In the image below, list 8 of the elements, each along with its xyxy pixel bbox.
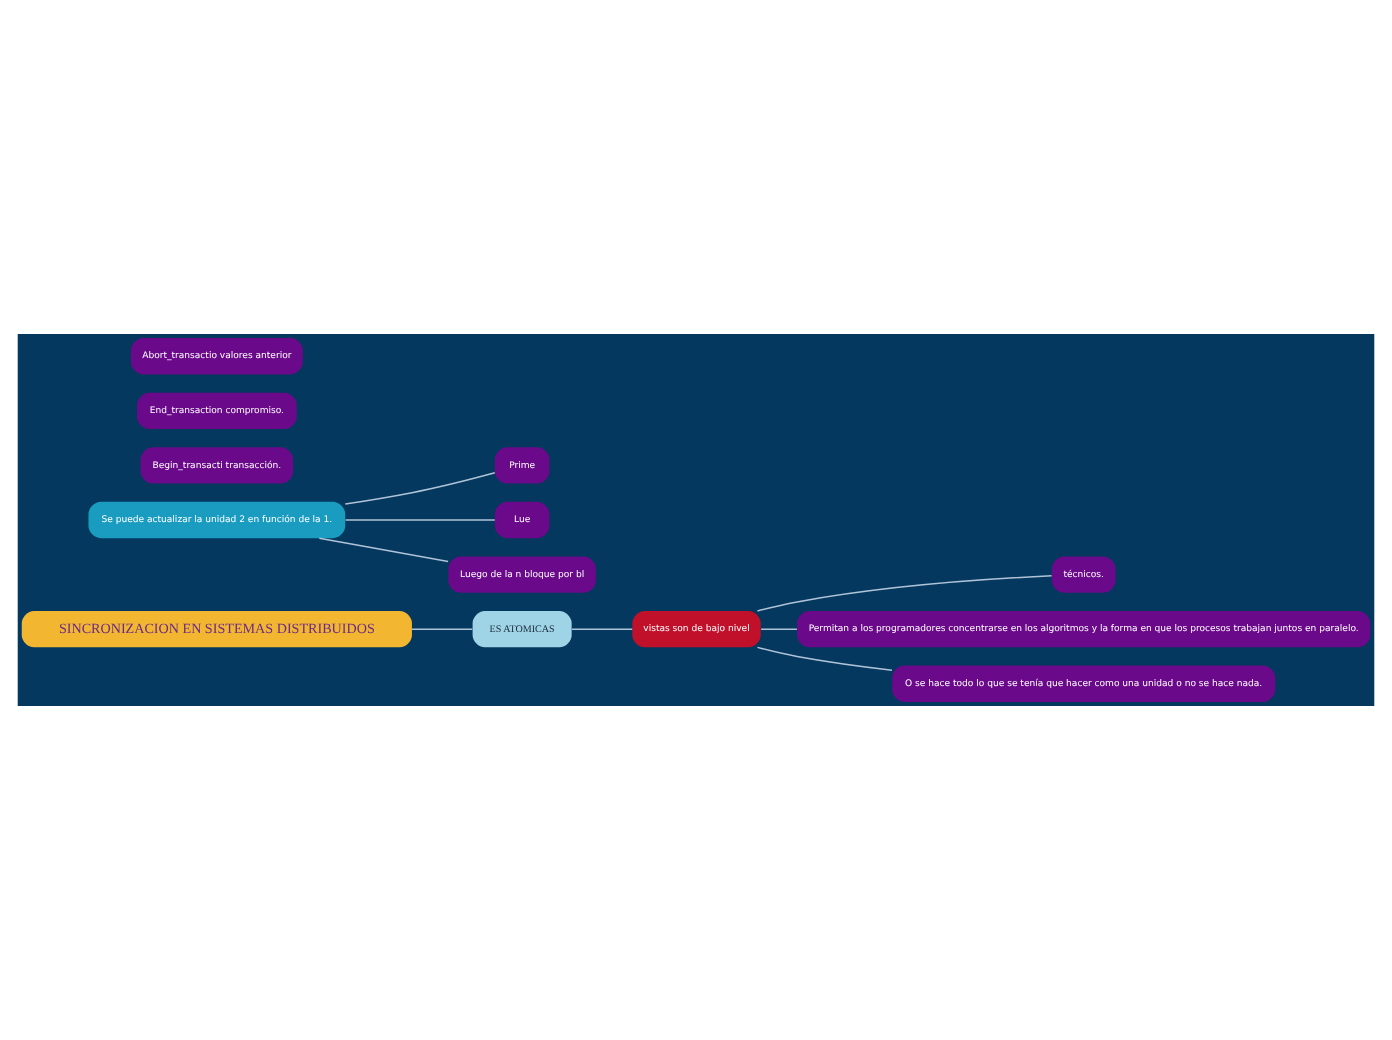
connector — [411, 628, 474, 630]
connector — [344, 519, 496, 521]
connector — [760, 628, 798, 630]
connector — [756, 575, 1053, 612]
connector — [756, 646, 893, 671]
connector — [344, 472, 496, 505]
connector — [571, 628, 633, 630]
connector — [318, 537, 449, 563]
